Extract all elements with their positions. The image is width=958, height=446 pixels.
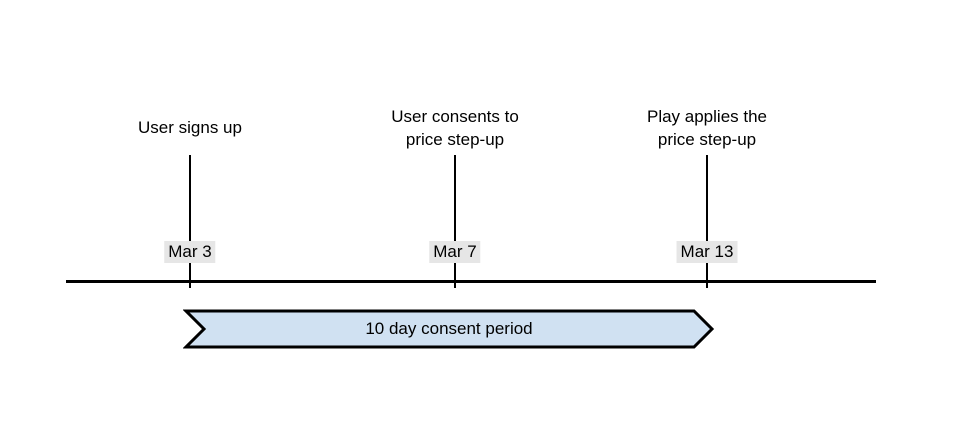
timeline-axis bbox=[66, 280, 876, 283]
event-label-user-consents: User consents to price step-up bbox=[391, 107, 519, 149]
event-label-play-applies: Play applies the price step-up bbox=[646, 107, 768, 149]
event-date-1: Mar 3 bbox=[164, 241, 216, 263]
event-tick-line-2 bbox=[454, 155, 456, 288]
event-tick-line-3 bbox=[706, 155, 708, 288]
event-date-3: Mar 13 bbox=[676, 241, 738, 263]
event-date-2: Mar 7 bbox=[429, 241, 481, 263]
event-tick-line-1 bbox=[189, 155, 191, 288]
chevron-banner-shape bbox=[183, 309, 715, 349]
event-label-user-signs-up: User signs up bbox=[138, 118, 242, 137]
consent-period-banner: 10 day consent period bbox=[183, 309, 715, 349]
